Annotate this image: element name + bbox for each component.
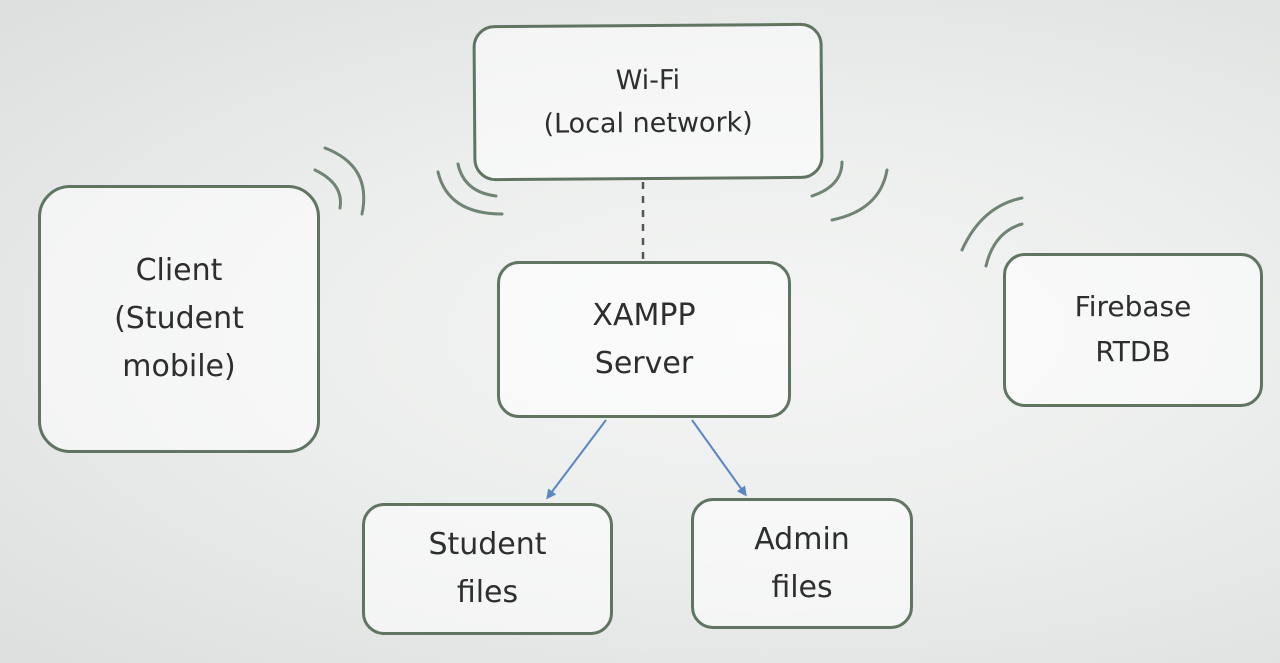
firebase-signal-waves-icon	[960, 196, 1024, 268]
xampp-server-node: XAMPP Server	[497, 261, 791, 418]
xampp-server-node-label: XAMPP Server	[592, 297, 696, 381]
student-files-node: Student files	[362, 503, 613, 635]
wifi-left-signal-waves-icon	[436, 162, 504, 216]
student-files-node-label: Student files	[428, 527, 547, 610]
client-signal-waves-icon	[313, 146, 366, 216]
client-node: Client (Student mobile)	[38, 185, 320, 453]
admin-files-node-label: Admin files	[754, 521, 850, 605]
arrow-to-admin-files	[691, 419, 747, 497]
wifi-node: Wi-Fi (Local network)	[472, 22, 824, 182]
admin-files-node: Admin files	[691, 498, 913, 629]
firebase-rtdb-node: Firebase RTDB	[1003, 253, 1263, 407]
wifi-right-signal-waves-icon	[810, 160, 889, 222]
client-node-label: Client (Student mobile)	[114, 253, 244, 384]
arrow-to-student-files	[546, 419, 607, 500]
firebase-rtdb-node-label: Firebase RTDB	[1074, 290, 1192, 368]
wifi-node-label: Wi-Fi (Local network)	[543, 64, 753, 140]
